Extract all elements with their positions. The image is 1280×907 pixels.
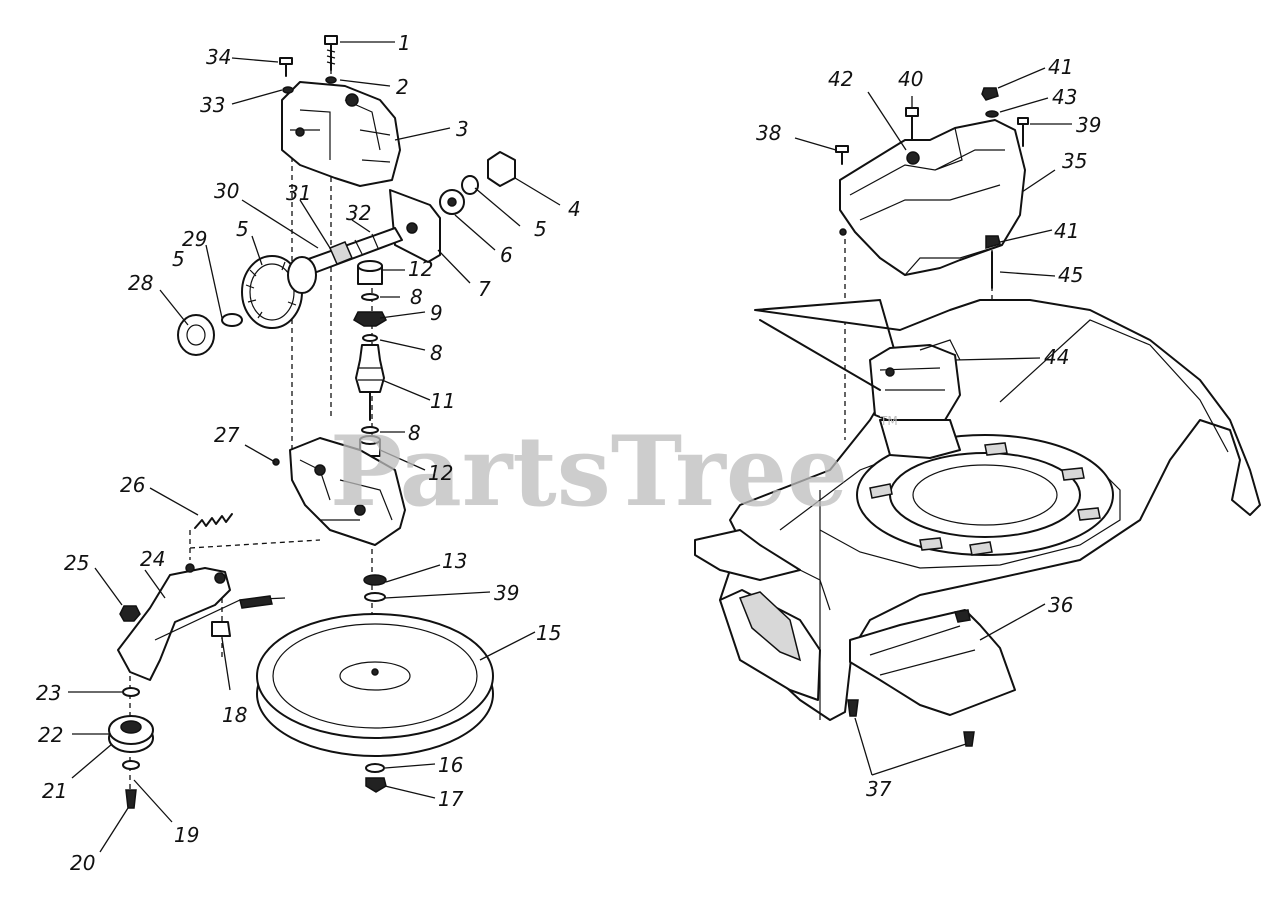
drive-pulley xyxy=(256,613,494,757)
callout-18: 18 xyxy=(222,703,247,727)
callout-19: 19 xyxy=(174,823,199,847)
engine-unit xyxy=(759,319,961,459)
callout-43: 43 xyxy=(1052,85,1077,109)
callout-labels: 1 2 3 4 5 5 5 6 7 8 8 8 9 11 12 12 13 39… xyxy=(36,31,1101,875)
callout-12b: 12 xyxy=(428,461,453,485)
callout-11: 11 xyxy=(430,389,455,413)
callout-8c: 8 xyxy=(408,421,421,445)
shaft-bearings xyxy=(439,151,516,215)
callout-5b: 5 xyxy=(236,217,249,241)
callout-8a: 8 xyxy=(410,285,423,309)
watermark-text: PartsTree xyxy=(330,415,848,528)
callout-25: 25 xyxy=(64,551,89,575)
callout-15: 15 xyxy=(536,621,561,645)
left-assembly xyxy=(68,35,561,853)
gearbox-housing xyxy=(281,81,401,187)
callout-28: 28 xyxy=(128,271,153,295)
callout-22: 22 xyxy=(38,723,63,747)
callout-24: 24 xyxy=(140,547,165,571)
callout-45: 45 xyxy=(1058,263,1083,287)
callout-39b: 39 xyxy=(1076,113,1101,137)
callout-41a: 41 xyxy=(1048,55,1073,79)
callout-2: 2 xyxy=(396,75,409,99)
lower-housing xyxy=(272,437,406,546)
callout-31: 31 xyxy=(286,181,311,205)
callout-5c: 5 xyxy=(172,247,185,271)
callout-32: 32 xyxy=(346,201,371,225)
discharge-deflector xyxy=(849,609,1016,716)
callout-20: 20 xyxy=(70,851,95,875)
callout-37: 36 xyxy=(1048,593,1073,617)
leader-lines-right xyxy=(794,67,1072,776)
callout-16: 16 xyxy=(438,753,463,777)
callout-42: 42 xyxy=(828,67,853,91)
engine-cover xyxy=(839,119,1026,276)
callout-8b: 8 xyxy=(430,341,443,365)
callout-3: 3 xyxy=(456,117,469,141)
callout-38: 37 xyxy=(866,777,892,801)
idler-pulley xyxy=(108,687,154,809)
watermark-trademark: TM xyxy=(879,414,898,428)
callout-26: 26 xyxy=(120,473,145,497)
callout-17: 17 xyxy=(438,787,464,811)
callout-27: 27 xyxy=(214,423,240,447)
callout-1: 1 xyxy=(398,31,411,55)
callout-6: 6 xyxy=(500,243,513,267)
callout-36: 35 xyxy=(1062,149,1087,173)
mower-deck xyxy=(694,299,1261,721)
callout-7: 7 xyxy=(478,277,491,301)
callout-9: 9 xyxy=(430,301,443,325)
callout-29: 29 xyxy=(182,227,207,251)
callout-35: 39 xyxy=(494,581,519,605)
callout-30: 30 xyxy=(214,179,239,203)
right-assembly xyxy=(694,67,1261,776)
callout-5a: 5 xyxy=(534,217,547,241)
wheel-gear xyxy=(241,255,317,329)
callout-41b: 41 xyxy=(1054,219,1079,243)
callout-13: 13 xyxy=(442,549,467,573)
callout-40: 40 xyxy=(898,67,923,91)
callout-21: 21 xyxy=(42,779,67,803)
spring xyxy=(194,513,233,529)
callout-12a: 12 xyxy=(408,257,433,281)
callout-39a: 38 xyxy=(756,121,781,145)
leader-lines-left xyxy=(68,41,561,853)
callout-34: 34 xyxy=(206,45,231,69)
callout-4: 4 xyxy=(568,197,581,221)
watermark: PartsTree TM xyxy=(330,414,898,528)
wheel xyxy=(177,314,215,356)
callout-33: 33 xyxy=(200,93,225,117)
nut xyxy=(119,605,141,622)
callout-44: 44 xyxy=(1044,345,1069,369)
idler-bracket xyxy=(117,563,286,681)
callout-23: 23 xyxy=(36,681,61,705)
